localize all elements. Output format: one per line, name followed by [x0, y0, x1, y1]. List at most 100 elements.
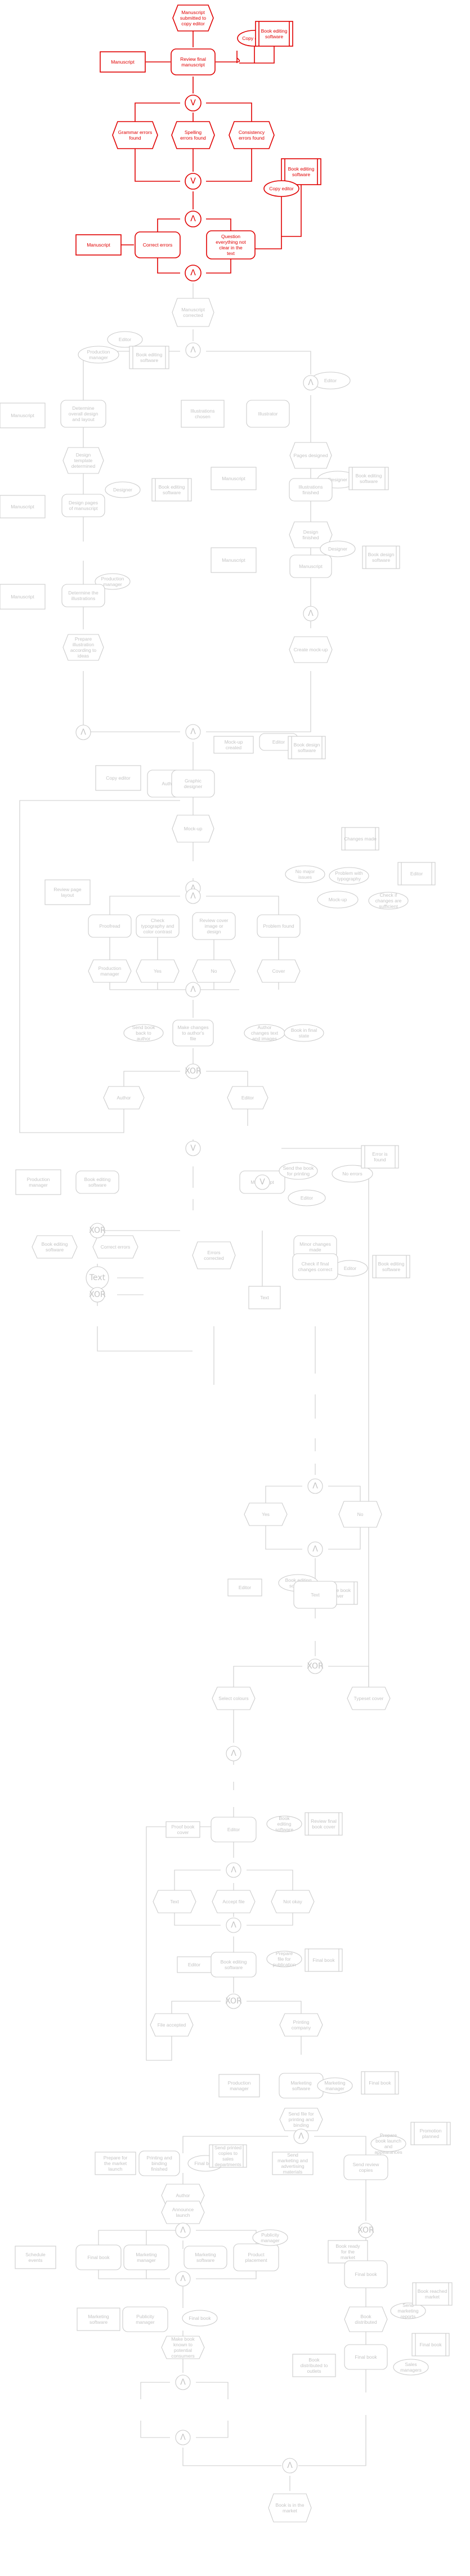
gateway-connector: XOR [89, 1287, 106, 1303]
node-label: No [357, 1511, 364, 1517]
node-label: Correct errors [101, 1244, 130, 1250]
gateway-connector: Λ [185, 982, 201, 998]
function-manuscript: Manuscript [289, 554, 332, 578]
gateway-connector: Λ [185, 342, 201, 358]
node-label: Manuscript [222, 476, 245, 481]
function-final-book: Final book [344, 2260, 388, 2288]
node-label: Editor [241, 1095, 254, 1101]
node-label: Designer [328, 546, 347, 552]
and-a13: Λ [185, 211, 202, 227]
node-label: Copy editor [242, 35, 267, 41]
node-label: File accepted [158, 2022, 186, 2028]
node-label: Text [89, 1273, 106, 1282]
system-final-book: Final book [411, 2333, 450, 2356]
node-label: Editor [344, 1265, 356, 1271]
node-label: No [211, 968, 217, 974]
gateway-connector: Λ [175, 2271, 191, 2287]
gateway-connector: Λ [185, 724, 201, 740]
node-label: Yes [262, 1511, 270, 1517]
node-label: Editor [410, 871, 423, 876]
node-label: Text [170, 1899, 179, 1904]
node-label: Accept file [222, 1899, 244, 1904]
node-label: Author [162, 781, 176, 786]
node-label: Final book [87, 2255, 110, 2260]
svg-text:XOR: XOR [89, 1226, 106, 1235]
event-accept-file: Accept file [212, 1890, 256, 1913]
svg-text:Λ: Λ [308, 378, 314, 387]
gateway-connector: Λ [226, 1746, 241, 1761]
role-editor: Editor [332, 1260, 368, 1277]
node-label: Mock-up [184, 826, 203, 831]
event-editor: Editor [227, 1086, 268, 1110]
role-editor: Editor [107, 331, 143, 348]
svg-text:Λ: Λ [190, 727, 196, 736]
gateway-connector: XOR [307, 1658, 324, 1674]
svg-text:Λ: Λ [180, 2433, 186, 2442]
function-final-book: Final book [344, 2344, 388, 2370]
gateway-connector: Λ [303, 375, 319, 391]
svg-text:XOR: XOR [357, 2226, 374, 2235]
node-label: Author [117, 1095, 131, 1101]
node-label: Final book [312, 1957, 335, 1963]
function-illustrator: Illustrator [246, 400, 290, 428]
svg-text:Λ: Λ [190, 346, 196, 355]
node-label: Editor [272, 739, 285, 745]
node-label: Text [260, 1295, 269, 1300]
node-label: No errors [342, 1171, 362, 1177]
gateway-connector: Λ [307, 1478, 323, 1494]
node-label: Final book [189, 2315, 211, 2321]
event-correct-errors: Correct errors [92, 1235, 138, 1259]
svg-text:Λ: Λ [180, 2378, 186, 2387]
gateway-connector: Λ [282, 2458, 298, 2474]
svg-text:Λ: Λ [180, 2274, 186, 2283]
